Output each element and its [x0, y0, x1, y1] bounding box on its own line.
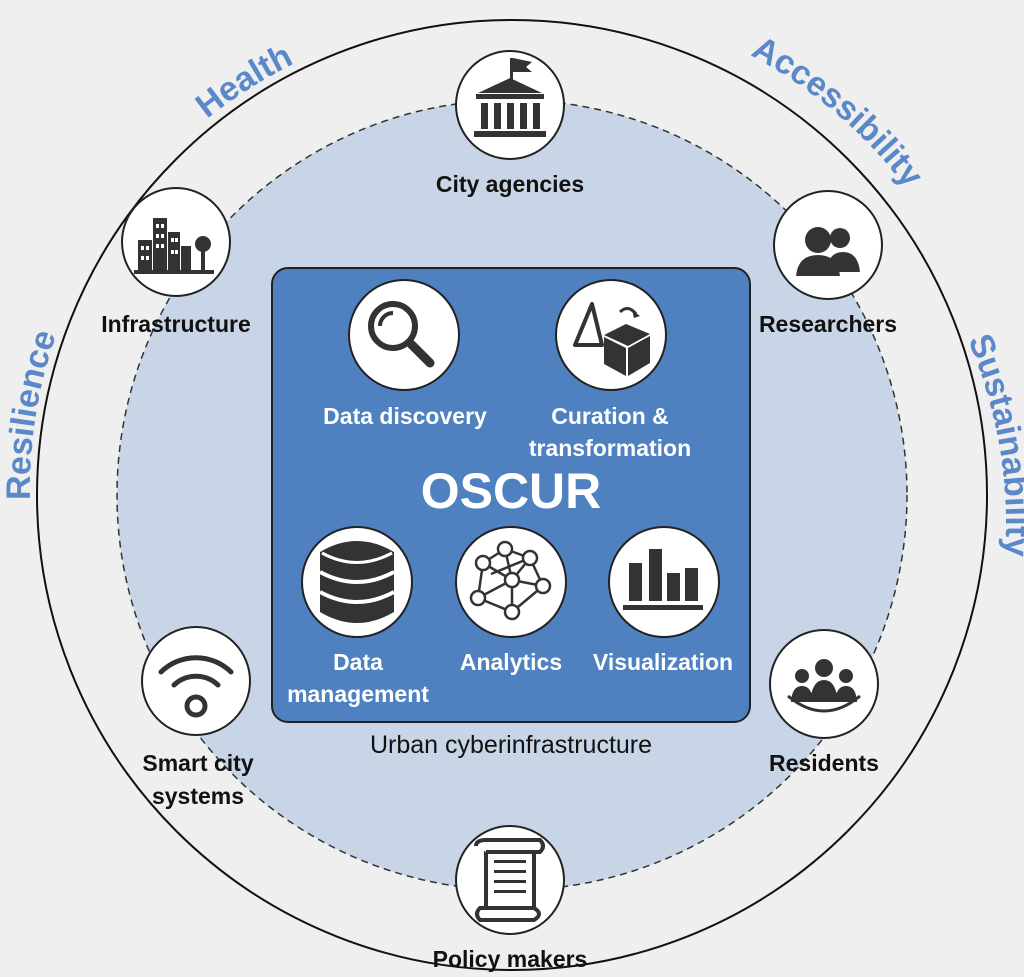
label-data-management-line1: Data: [333, 649, 383, 675]
people-group-icon: [796, 227, 860, 276]
center-subtitle: Urban cyberinfrastructure: [370, 731, 652, 759]
theme-resilience: Resilience: [0, 325, 64, 500]
label-visualization: Visualization: [593, 649, 733, 675]
label-curation-line1: Curation &: [551, 403, 669, 429]
theme-accessibility: Accessibility: [746, 29, 931, 194]
node-analytics: [455, 526, 567, 638]
node-residents: [769, 629, 879, 739]
theme-health: Health: [189, 37, 299, 126]
node-data-management: [301, 526, 413, 638]
label-city-agencies: City agencies: [436, 171, 584, 197]
label-residents: Residents: [769, 750, 879, 776]
node-policy-makers: [455, 825, 565, 935]
node-data-discovery: [348, 279, 460, 391]
label-smart-city-line1: Smart city: [142, 750, 253, 776]
shape-transform-icon: [573, 302, 650, 376]
label-infrastructure: Infrastructure: [101, 311, 251, 337]
label-curation-line2: transformation: [529, 435, 691, 461]
city-buildings-icon: [134, 218, 214, 274]
node-infrastructure: [121, 187, 231, 297]
label-data-management-line2: management: [287, 681, 429, 707]
government-building-icon: [474, 58, 546, 137]
outer-ring: [36, 19, 988, 971]
label-policy-makers: Policy makers: [433, 946, 588, 972]
network-graph-icon: [469, 540, 552, 621]
scroll-document-icon: [474, 838, 545, 922]
node-city-agencies: [455, 50, 565, 160]
center-title: OSCUR: [421, 463, 602, 519]
node-curation: [555, 279, 667, 391]
label-researchers: Researchers: [759, 311, 897, 337]
database-icon: [319, 541, 395, 623]
magnifier-icon: [368, 301, 435, 368]
label-data-discovery: Data discovery: [323, 403, 487, 429]
node-researchers: [773, 190, 883, 300]
node-visualization: [608, 526, 720, 638]
label-analytics: Analytics: [460, 649, 562, 675]
label-smart-city-line2: systems: [152, 783, 244, 809]
community-icon: [787, 659, 861, 713]
theme-sustainability: Sustainability: [961, 329, 1024, 558]
bar-chart-icon: [623, 549, 703, 610]
wifi-signal-icon: [158, 655, 234, 718]
node-smart-city-systems: [141, 626, 251, 736]
